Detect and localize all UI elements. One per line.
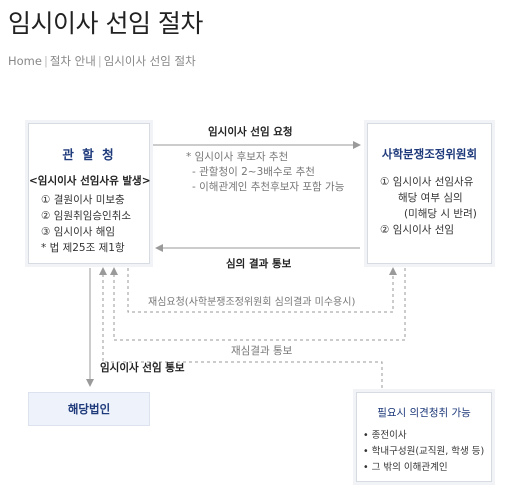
corporation-title: 해당법인 — [67, 402, 111, 416]
authority-items: ① 결원이사 미보충 ② 임원취임승인취소 ③ 임시이사 해임 * 법 제25조… — [41, 192, 149, 256]
breadcrumb-home[interactable]: Home — [8, 54, 42, 68]
corporation-box: 해당법인 — [28, 392, 150, 426]
breadcrumb: Home|절차 안내|임시이사 선임 절차 — [8, 54, 196, 68]
breadcrumb-guide[interactable]: 절차 안내 — [49, 54, 96, 68]
opinion-box: 필요시 의견청취 가능 • 종전이사 • 학내구성원(교직원, 학생 등) • … — [356, 392, 492, 482]
committee-box: 사학분쟁조정위원회 ① 임시이사 선임사유 해당 여부 심의 (미해당 시 반려… — [367, 123, 492, 264]
opinion-item: • 종전이사 — [363, 430, 407, 441]
committee-title: 사학분쟁조정위원회 — [381, 147, 478, 161]
opinion-item: • 학내구성원(교직원, 학생 등) — [363, 446, 485, 457]
request-notes: * 임시이사 후보자 추천 - 관할청이 2~3배수로 추천 - 이해관계인 추… — [186, 150, 344, 195]
request-note: - 이해관계인 추천후보자 포함 가능 — [192, 181, 345, 193]
request-note: - 관할청이 2~3배수로 추천 — [192, 166, 315, 178]
committee-item: ① 임시이사 선임사유 — [380, 176, 474, 188]
authority-item: ③ 임시이사 해임 — [41, 226, 116, 238]
authority-title: 관 할 청 — [62, 147, 116, 162]
authority-item: ① 결원이사 미보충 — [41, 194, 125, 206]
authority-subtitle: <임시이사 선임사유 발생> — [29, 175, 151, 187]
authority-item: ② 임원취임승인취소 — [41, 210, 132, 222]
authority-box: 관 할 청 <임시이사 선임사유 발생> ① 결원이사 미보충 ② 임원취임승인… — [28, 123, 151, 264]
page-title: 임시이사 선임 절차 — [8, 9, 203, 38]
committee-item: (미해당 시 반려) — [404, 208, 477, 220]
opinion-item: • 그 밖의 이해관계인 — [363, 462, 448, 473]
authority-item: * 법 제25조 제1항 — [41, 242, 125, 254]
rereview-result-label: 재심결과 통보 — [231, 345, 293, 357]
rereview-request-label: 재심요청(사학분쟁조정위원회 심의결과 미수용시) — [148, 297, 356, 308]
committee-item: 해당 여부 심의 — [398, 192, 463, 204]
result-label: 심의 결과 통보 — [226, 258, 292, 270]
committee-items: ① 임시이사 선임사유 해당 여부 심의 (미해당 시 반려) ② 임시이사 선… — [380, 174, 491, 238]
appointment-notice-label: 임시이사 선임 통보 — [100, 362, 185, 374]
request-label: 임시이사 선임 요청 — [208, 126, 293, 138]
opinion-title: 필요시 의견청취 가능 — [377, 407, 471, 419]
request-note: * 임시이사 후보자 추천 — [186, 151, 289, 163]
committee-item: ② 임시이사 선임 — [380, 224, 455, 236]
breadcrumb-current: 임시이사 선임 절차 — [103, 54, 196, 68]
arrow-rereview-request — [127, 267, 397, 313]
arrow-rereview-result — [110, 267, 406, 341]
opinion-items: • 종전이사 • 학내구성원(교직원, 학생 등) • 그 밖의 이해관계인 — [363, 428, 491, 476]
arrow-opinion — [99, 267, 383, 388]
